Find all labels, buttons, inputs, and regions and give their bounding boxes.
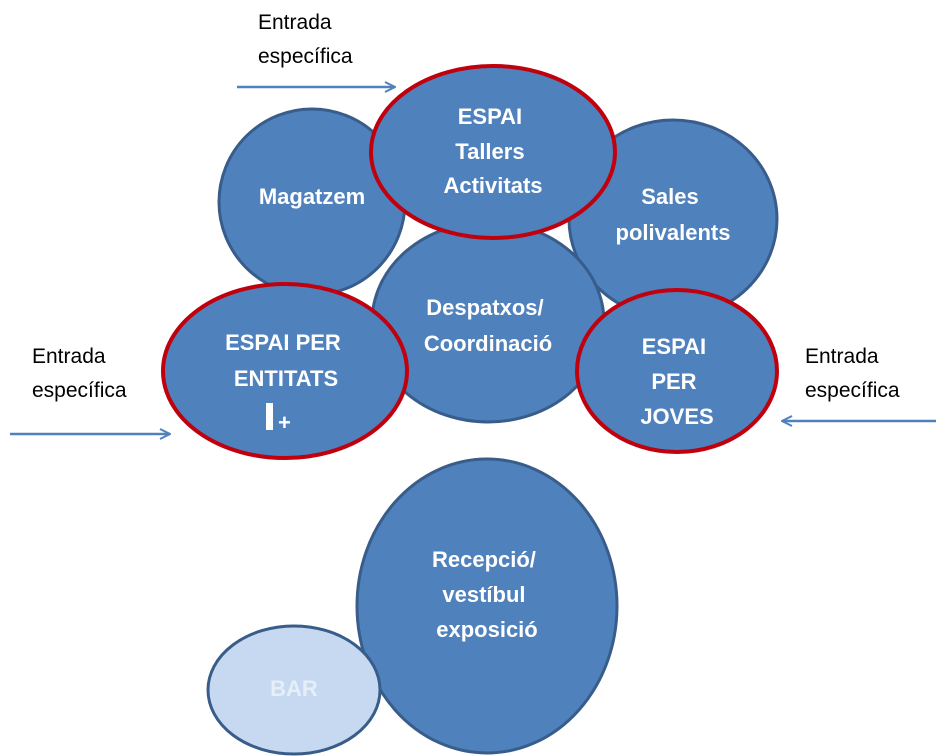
bar-label: BAR [270,676,318,701]
top-entrance-label: Entrada específica [258,11,353,68]
recepcio-vestibul-node [355,457,619,755]
magatzem-label: Magatzem [259,184,365,209]
espai-per-entitats-node [161,282,409,460]
i-plus-icon: + [266,403,291,435]
espai-tallers-activitats-node [369,64,617,240]
left-entrance-label: Entrada específica [32,345,127,402]
espai-per-joves-node [575,288,779,454]
espai-per-joves-label: ESPAI PER JOVES [640,334,713,429]
espai-per-entitats-label: ESPAI PER ENTITATS [225,330,347,391]
despatxos-coordinacio-label: Despatxos/ Coordinació [424,295,552,356]
recepcio-vestibul-exposicio-label: Recepció/ vestíbul exposició [432,547,542,642]
i-plus-label: + [278,410,291,435]
sales-polivalents-label: Sales polivalents [616,184,731,245]
right-entrance-label: Entrada específica [805,345,900,402]
despatxos-coordinacio-node [370,220,606,424]
bar-node [206,624,382,756]
espai-tallers-activitats-label: ESPAI Tallers Activitats [443,104,542,198]
